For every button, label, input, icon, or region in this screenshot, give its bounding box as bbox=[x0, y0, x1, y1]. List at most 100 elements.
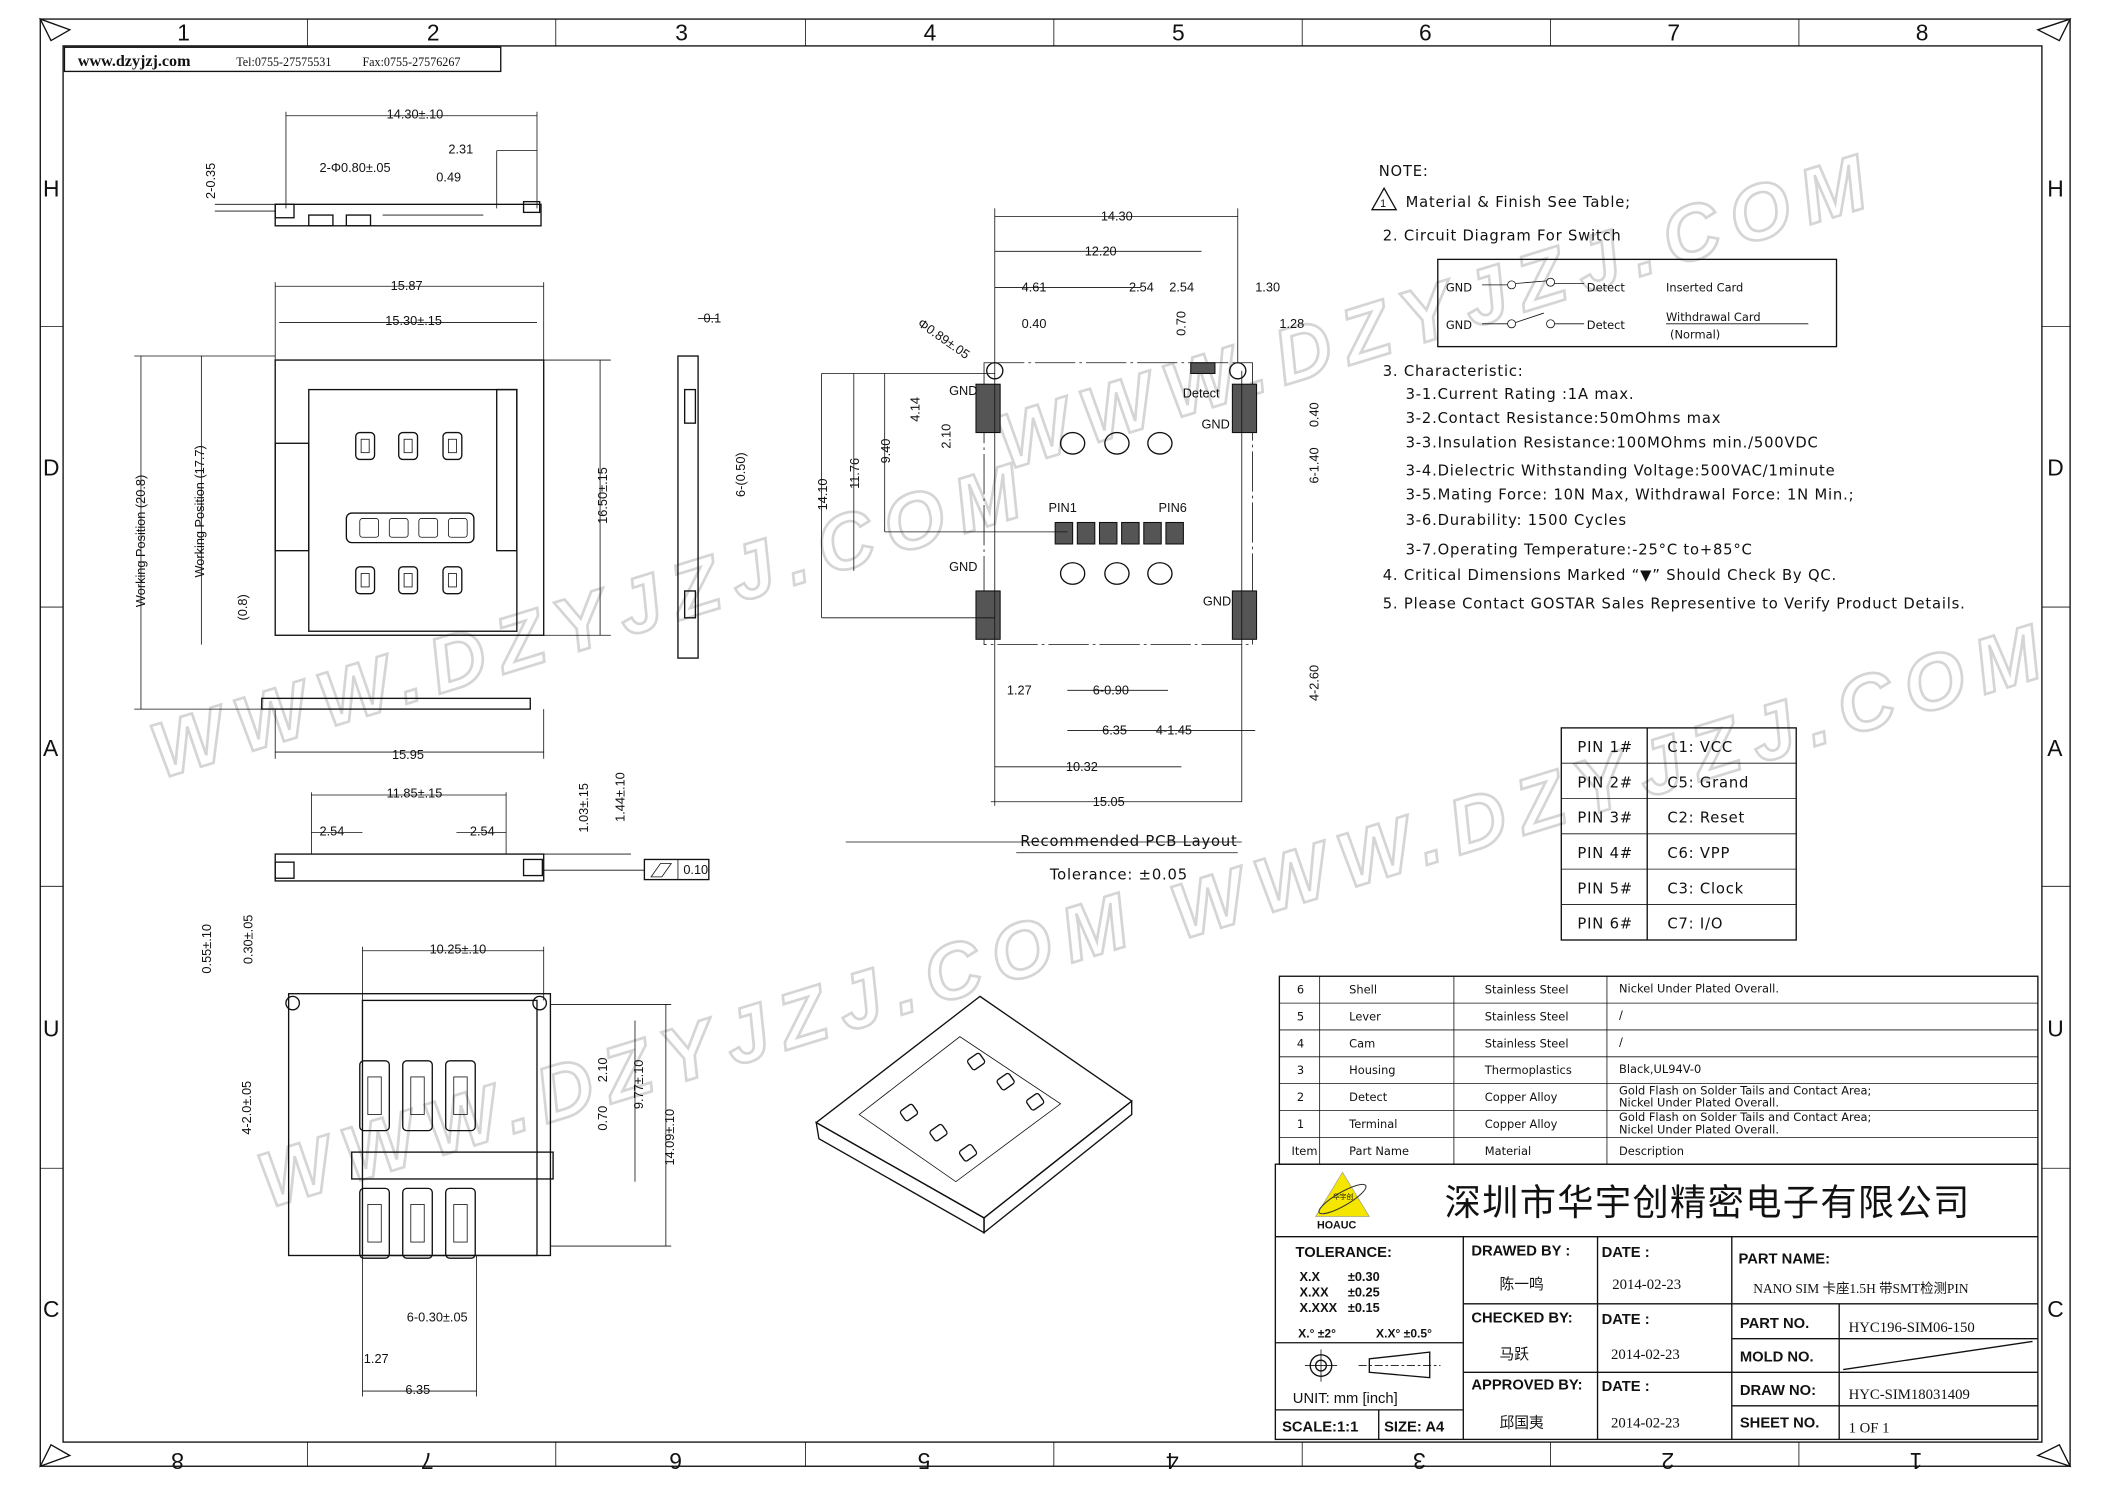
note-4: 4. Critical Dimensions Marked “▼” Should… bbox=[1383, 567, 1837, 584]
zone-number: 2 bbox=[1661, 1448, 1674, 1474]
dimension-label: 4.61 bbox=[1022, 280, 1047, 295]
drawing-frame bbox=[38, 17, 2072, 1468]
dimension-label: 1.28 bbox=[1279, 316, 1304, 331]
logo-cn: 华宇创 bbox=[1333, 1192, 1353, 1201]
zone-letter: C bbox=[2047, 1296, 2063, 1322]
dimension-label: 2.54 bbox=[470, 823, 495, 838]
part-description: Nickel Under Plated Overall. bbox=[1619, 1095, 1779, 1109]
dimension-label: 14.30±.10 bbox=[387, 106, 444, 121]
note-5: 5. Please Contact GOSTAR Sales Represent… bbox=[1383, 595, 1966, 612]
zone-number: 4 bbox=[1166, 1448, 1179, 1474]
dimension-label: 1.27 bbox=[364, 1351, 389, 1366]
dimension-label: 15.30±.15 bbox=[385, 313, 442, 328]
pin-number: PIN 1# bbox=[1577, 739, 1633, 756]
isometric-view bbox=[815, 995, 1133, 1235]
header-description: Description bbox=[1619, 1144, 1684, 1158]
note-3: 3. Characteristic: bbox=[1383, 363, 1524, 380]
dimension-label: 14.10 bbox=[815, 479, 830, 511]
tolerance-value: ±0.15 bbox=[1348, 1300, 1380, 1315]
projection-symbol-icon bbox=[1304, 1349, 1441, 1382]
sheet-no-label: SHEET NO. bbox=[1740, 1415, 1820, 1431]
part-description: / bbox=[1619, 1008, 1623, 1022]
dimension-label: 10.32 bbox=[1066, 759, 1098, 774]
part-name: Housing bbox=[1349, 1063, 1395, 1077]
title-block: 华宇创 HOAUC 深圳市华宇创精密电子有限公司 TOLERANCE: X.X±… bbox=[1274, 1163, 2039, 1441]
pin-signal: C6: VPP bbox=[1667, 845, 1730, 862]
date-label: DATE : bbox=[1602, 1379, 1650, 1395]
circuit-detect: Detect bbox=[1587, 281, 1626, 295]
checked-by-label: CHECKED BY: bbox=[1471, 1311, 1572, 1327]
characteristic-item: 3-5.Mating Force: 10N Max, Withdrawal Fo… bbox=[1406, 487, 1855, 504]
part-description: Gold Flash on Solder Tails and Contact A… bbox=[1619, 1110, 1871, 1124]
part-item: 3 bbox=[1297, 1063, 1304, 1077]
zone-number: 2 bbox=[427, 20, 440, 46]
part-material: Copper Alloy bbox=[1485, 1090, 1558, 1104]
part-item: 5 bbox=[1297, 1010, 1304, 1024]
circuit-diagram: GND Detect Inserted Card GND Detect With… bbox=[1437, 258, 1838, 348]
part-name-label: PART NAME: bbox=[1739, 1252, 1831, 1268]
pcb-layout-title: Recommended PCB Layout bbox=[1020, 833, 1237, 850]
watermark: WWW.DZYJZJ.COM bbox=[248, 874, 1150, 1224]
pin-number: PIN 5# bbox=[1577, 880, 1633, 897]
part-material: Stainless Steel bbox=[1485, 1010, 1569, 1024]
angle-tolerance: X.X° ±0.5° bbox=[1376, 1326, 1432, 1340]
dimension-label: 1.03±.15 bbox=[576, 783, 591, 833]
dimension-label: 2-Φ0.80±.05 bbox=[320, 160, 391, 175]
zone-letter: U bbox=[43, 1016, 59, 1042]
pcb-tolerance: Tolerance: ±0.05 bbox=[1049, 867, 1188, 884]
pin-number: PIN 3# bbox=[1577, 810, 1633, 827]
dimension-label: 0.49 bbox=[436, 170, 461, 185]
characteristic-item: 3-6.Durability: 1500 Cycles bbox=[1406, 512, 1627, 529]
dimension-label: 11.76 bbox=[847, 458, 862, 489]
dimension-label: 2.54 bbox=[1169, 280, 1194, 295]
tolerance-key: X.XX bbox=[1300, 1284, 1330, 1299]
paper-size: SIZE: A4 bbox=[1384, 1419, 1445, 1435]
dimension-label: 14.30 bbox=[1101, 208, 1133, 223]
site-url: www.dzyjzj.com bbox=[78, 53, 191, 70]
tolerance-value: ±0.25 bbox=[1348, 1284, 1380, 1299]
characteristic-item: 3-3.Insulation Resistance:100MOhms min./… bbox=[1406, 434, 1819, 451]
dimension-label: 2.31 bbox=[448, 141, 473, 156]
part-item: 2 bbox=[1297, 1090, 1304, 1104]
characteristic-item: 3-2.Contact Resistance:50mOhms max bbox=[1406, 410, 1722, 427]
zone-number: 1 bbox=[177, 20, 190, 46]
zone-letter: U bbox=[2047, 1016, 2063, 1042]
date-label: DATE : bbox=[1602, 1245, 1650, 1261]
dimension-label: 6.35 bbox=[405, 1382, 430, 1397]
notes: NOTE: 1 Material & Finish See Table; 2. … bbox=[1370, 163, 1966, 612]
zone-number: 3 bbox=[675, 20, 688, 46]
dimension-label: 15.87 bbox=[391, 278, 423, 293]
date-approved: 2014-02-23 bbox=[1611, 1415, 1680, 1431]
dimension-label: 9.40 bbox=[878, 439, 893, 464]
unit: UNIT: mm [inch] bbox=[1293, 1391, 1398, 1407]
tel: Tel:0755-27575531 bbox=[236, 55, 331, 69]
logo-text: HOAUC bbox=[1317, 1220, 1357, 1232]
pin-signal: C3: Clock bbox=[1667, 880, 1744, 897]
characteristic-item: 3-1.Current Rating :1A max. bbox=[1406, 386, 1635, 403]
date-drawed: 2014-02-23 bbox=[1612, 1277, 1681, 1293]
dimension-label: (0.8) bbox=[235, 594, 250, 620]
tolerance-key: X.X bbox=[1300, 1269, 1321, 1284]
dimension-label: 12.20 bbox=[1085, 243, 1117, 258]
fax: Fax:0755-27576267 bbox=[362, 55, 460, 69]
part-description: Nickel Under Plated Overall. bbox=[1619, 981, 1779, 995]
draw-no: HYC-SIM18031409 bbox=[1849, 1387, 1970, 1403]
zone-number: 7 bbox=[1667, 20, 1680, 46]
dimension-label: 1.44±.10 bbox=[612, 772, 627, 822]
mold-no-label: MOLD NO. bbox=[1740, 1350, 1814, 1366]
header-part-name: Part Name bbox=[1349, 1144, 1409, 1158]
note-1-number: 1 bbox=[1380, 198, 1386, 210]
dimension-label: 2.10 bbox=[595, 1057, 610, 1082]
part-no: HYC196-SIM06-150 bbox=[1849, 1320, 1975, 1336]
dimension-label: 16.50±.15 bbox=[595, 467, 610, 524]
note-2: 2. Circuit Diagram For Switch bbox=[1383, 228, 1622, 245]
circuit-detect: Detect bbox=[1587, 318, 1626, 332]
pcb-label: GND bbox=[1202, 417, 1230, 432]
scale: SCALE:1:1 bbox=[1282, 1419, 1358, 1435]
zone-letter: D bbox=[43, 455, 59, 481]
zone-number: 5 bbox=[918, 1448, 931, 1474]
